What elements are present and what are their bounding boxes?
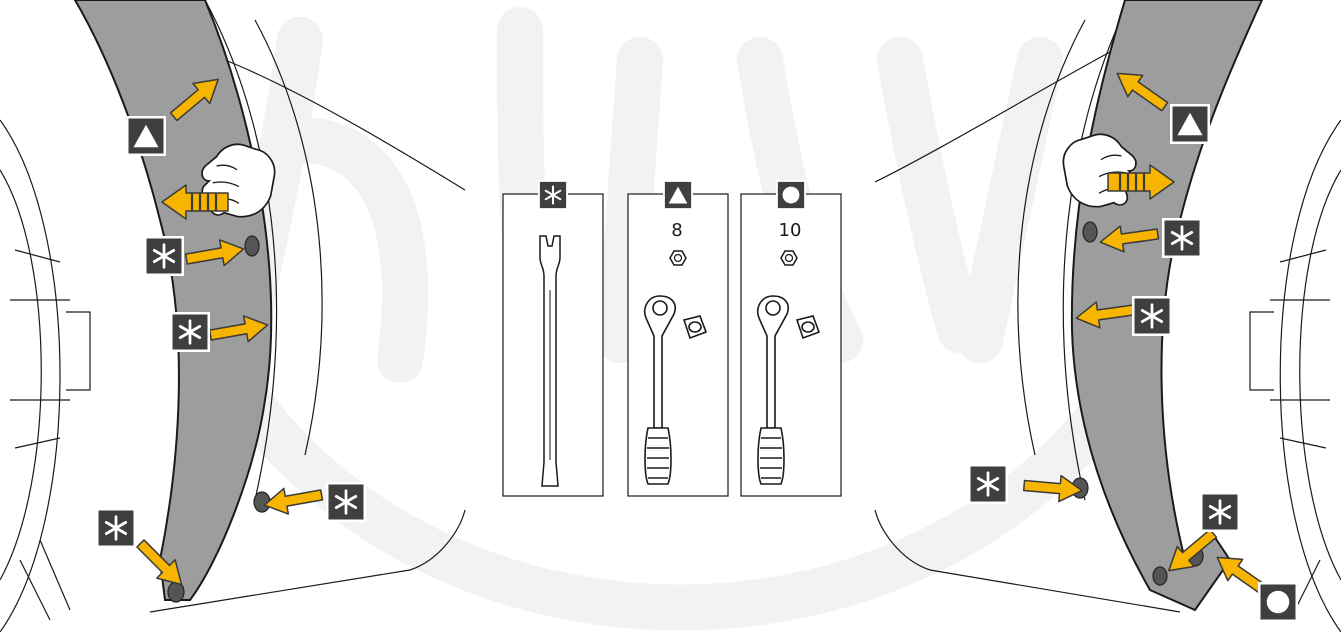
triangle-marker-icon xyxy=(1171,105,1209,143)
right-clip-upper xyxy=(1083,222,1097,242)
asterisk-marker-icon xyxy=(97,509,135,547)
left-clip-upper xyxy=(245,236,259,256)
right-clip-bottom-a xyxy=(1153,567,1167,585)
triangle-marker-icon xyxy=(127,117,165,155)
asterisk-marker-icon xyxy=(1163,219,1201,257)
asterisk-marker-icon xyxy=(327,483,365,521)
tool-panel-8mm: 8 xyxy=(628,181,728,496)
asterisk-marker-icon xyxy=(1133,297,1171,335)
asterisk-marker-icon xyxy=(1201,493,1239,531)
asterisk-marker-icon xyxy=(539,181,567,209)
tool-panel-10mm: 10 xyxy=(741,181,841,496)
circle-marker-icon xyxy=(1259,583,1297,621)
triangle-marker-icon xyxy=(664,181,692,209)
asterisk-marker-icon xyxy=(171,313,209,351)
socket-size-label: 10 xyxy=(779,220,802,241)
tool-panel-trim-tool xyxy=(503,181,603,496)
right-wheel xyxy=(1250,120,1341,632)
asterisk-marker-icon xyxy=(969,465,1007,503)
socket-size-label: 8 xyxy=(671,220,682,241)
circle-marker-icon xyxy=(777,181,805,209)
left-wheel xyxy=(0,120,90,632)
asterisk-marker-icon xyxy=(145,237,183,275)
